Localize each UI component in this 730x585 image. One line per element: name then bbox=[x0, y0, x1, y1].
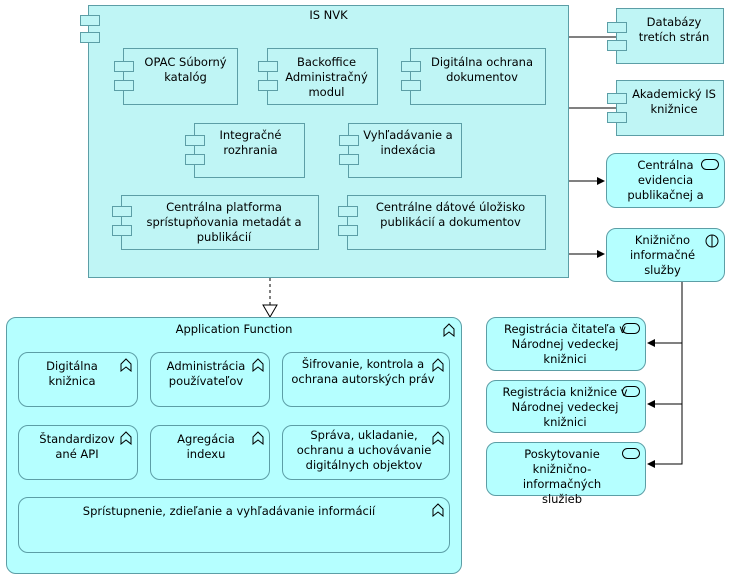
is-nvk-title: IS NVK bbox=[309, 8, 348, 22]
function-icon bbox=[252, 358, 264, 372]
function-sprava-ukladanie[interactable]: Správa, ukladanie, ochranu a uchovávanie… bbox=[282, 425, 450, 480]
service-kniznicno-informacne[interactable]: Knižnično informačné služby bbox=[606, 228, 725, 282]
service-registracia-citatela[interactable]: Registrácia čitateľa v Národnej vedeckej… bbox=[486, 317, 646, 371]
component-opac[interactable]: OPAC Súborný katalóg bbox=[123, 48, 238, 105]
service-icon bbox=[622, 448, 640, 459]
service-poskytovanie[interactable]: Poskytovanie knižnično-informačných služ… bbox=[486, 442, 646, 506]
component-centralne-ulozisko[interactable]: Centrálne dátové úložisko publikácií a d… bbox=[347, 195, 546, 250]
realization-arrowhead bbox=[262, 304, 278, 318]
component-akademicky-is[interactable]: Akademický IS knižnice bbox=[616, 80, 724, 136]
component-vyhladavanie[interactable]: Vyhľadávanie a indexácia bbox=[348, 123, 462, 178]
link-kis-poskytovanie bbox=[647, 404, 683, 468]
function-icon bbox=[120, 358, 132, 372]
component-backoffice[interactable]: Backoffice Administračný modul bbox=[267, 48, 378, 105]
function-icon bbox=[252, 431, 264, 445]
function-icon bbox=[432, 431, 444, 445]
component-digitalna-ochrana[interactable]: Digitálna ochrana dokumentov bbox=[410, 48, 546, 105]
function-sifrovanie[interactable]: Šifrovanie, kontrola a ochrana autorskýc… bbox=[282, 352, 450, 407]
component-databazy-tretich-stran[interactable]: Databázy tretích strán bbox=[616, 8, 724, 64]
component-tab bbox=[80, 32, 100, 43]
service-icon bbox=[622, 386, 640, 397]
service-icon bbox=[622, 323, 640, 334]
service-icon bbox=[701, 159, 719, 170]
link-kis-registracia-citatela bbox=[647, 282, 683, 347]
component-tab bbox=[80, 15, 100, 26]
function-digitalna-kniznica[interactable]: Digitálna knižnica bbox=[18, 352, 138, 407]
function-spristupnenie[interactable]: Sprístupnenie, zdieľanie a vyhľadávanie … bbox=[18, 497, 450, 553]
function-standardizovane-api[interactable]: Štandardizované API bbox=[18, 425, 138, 480]
function-icon bbox=[432, 503, 444, 517]
function-icon bbox=[432, 358, 444, 372]
component-centralna-platforma[interactable]: Centrálna platforma sprístupňovania meta… bbox=[121, 195, 319, 250]
service-centralna-evidencia[interactable]: Centrálna evidencia publikačnej a bbox=[606, 153, 725, 208]
service-registracia-kniznice[interactable]: Registrácia knižnice v Národnej vedeckej… bbox=[486, 380, 646, 433]
interface-icon bbox=[705, 234, 719, 248]
function-icon bbox=[120, 431, 132, 445]
link-kis-registracia-kniznice bbox=[647, 343, 683, 408]
function-agregacia-indexu[interactable]: Agregácia indexu bbox=[150, 425, 270, 480]
function-administracia[interactable]: Administrácia používateľov bbox=[150, 352, 270, 407]
application-function-title: Application Function bbox=[175, 322, 293, 336]
component-integracne-rozhrania[interactable]: Integračné rozhrania bbox=[194, 123, 305, 178]
function-icon bbox=[443, 323, 455, 337]
